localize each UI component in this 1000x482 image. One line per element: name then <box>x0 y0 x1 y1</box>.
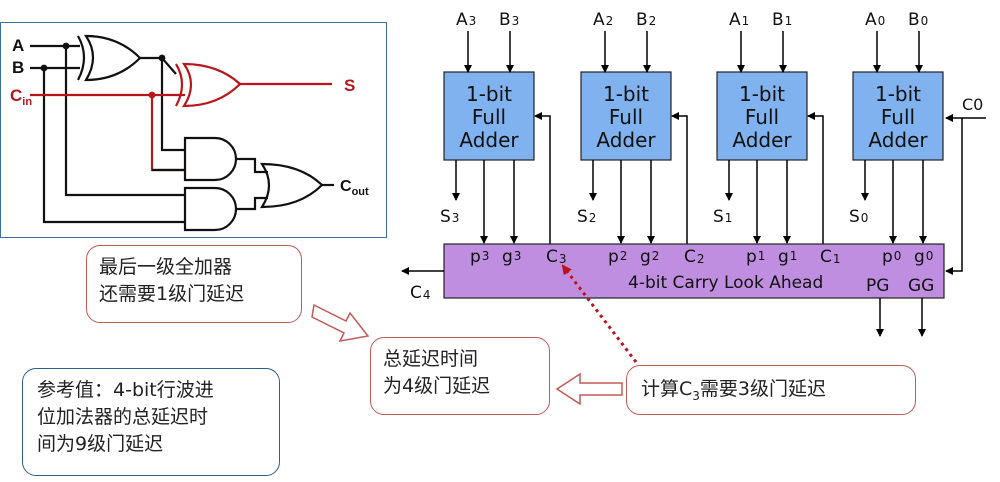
adder-input-b: B1 <box>772 10 792 30</box>
adder-label-line2: Full <box>472 105 506 129</box>
cla-g1: g1 <box>778 247 797 267</box>
cla-g0: g0 <box>914 247 933 267</box>
xor2-back <box>175 63 184 107</box>
adder-label-line1: 1-bit <box>739 82 785 106</box>
cla-p2: p2 <box>608 247 627 267</box>
adder-input-b: B3 <box>499 10 519 30</box>
note-last-stage: 最后一级全加器 还需要1级门延迟 <box>86 245 302 323</box>
cin-path <box>30 62 332 172</box>
adder-sum-label: S3 <box>440 207 459 227</box>
arrow-carry-in <box>807 112 824 244</box>
wire-b-branch <box>42 68 185 224</box>
note-ref-line2: 位加法器的总延迟时 <box>37 406 209 428</box>
arrow-note1-to-total <box>311 303 370 343</box>
or-gate <box>259 162 324 209</box>
full-adder-circuit <box>30 34 334 232</box>
adder-label-line1: 1-bit <box>875 82 921 106</box>
note-reference: 参考值：4-bit行波进 位加法器的总延迟时 间为9级门延迟 <box>22 368 280 476</box>
note-last-stage-line2: 还需要1级门延迟 <box>99 283 245 305</box>
note-ref-line1: 参考值：4-bit行波进 <box>37 379 214 401</box>
adder-sum-label: S0 <box>849 207 868 227</box>
adder-label-line2: Full <box>609 105 643 129</box>
adder-box <box>443 71 535 161</box>
c0-to-cla-arrow <box>945 118 963 275</box>
cla-g2: g2 <box>640 247 659 267</box>
c3-pointer-arrow <box>561 264 638 363</box>
cla-p3: p3 <box>470 247 489 267</box>
adder-input-a: A0 <box>865 10 885 30</box>
adder-sum-label: S1 <box>713 207 732 227</box>
cla-unit <box>443 243 945 299</box>
cla-c2: C2 <box>684 247 705 267</box>
adder-input-a: A1 <box>729 10 749 30</box>
xor2-gate <box>181 62 242 108</box>
xor1-gate <box>83 34 142 82</box>
adder-label-line1: 1-bit <box>466 82 512 106</box>
label-a: A <box>12 36 24 55</box>
cla-p0: p0 <box>882 247 901 267</box>
wire-xor1-and1 <box>160 58 185 152</box>
cla-pg: PG <box>866 276 889 296</box>
adder-label-line3: Adder <box>732 128 792 152</box>
adder-input-a: A3 <box>456 10 476 30</box>
note-total-line1: 总延迟时间 <box>383 348 479 370</box>
adder-label-line1: 1-bit <box>603 82 649 106</box>
cla-c4: C4 <box>410 283 431 303</box>
adder-input-b: B0 <box>908 10 928 30</box>
cla-title: 4-bit Carry Look Ahead <box>628 273 823 293</box>
adder-label-line3: Adder <box>459 128 519 152</box>
label-cout: Cout <box>340 178 369 198</box>
adder-box <box>716 71 808 161</box>
label-cin: Cin <box>10 86 32 108</box>
note-last-stage-line1: 最后一级全加器 <box>99 256 233 278</box>
cla-c3: C3 <box>546 247 567 267</box>
note-total-line2: 为4级门延迟 <box>383 375 491 397</box>
and2-gate <box>183 186 238 232</box>
arrow-carry-in <box>534 112 551 244</box>
arrow-carry-in <box>671 112 688 244</box>
cla-gg: GG <box>908 276 934 296</box>
adder-box <box>580 71 672 161</box>
note-c3-sub: 3 <box>692 388 700 403</box>
adder-label-line2: Full <box>881 105 915 129</box>
note-c3-delay: 计算C3需要3级门延迟 <box>626 365 916 415</box>
note-ref-line3: 间为9级门延迟 <box>37 433 164 455</box>
adder-label-line3: Adder <box>868 128 928 152</box>
adder-input-a: A2 <box>593 10 613 30</box>
note-c3-pre: 计算C <box>641 378 693 400</box>
note-c3-post: 需要3级门延迟 <box>699 378 827 400</box>
cla-p1: p1 <box>746 247 765 267</box>
arrow-note3-to-total <box>555 372 623 406</box>
full-adder-frame <box>0 22 387 238</box>
adder-sum-label: S2 <box>577 207 596 227</box>
cla-g3: g3 <box>502 247 521 267</box>
c0-label: C0 <box>962 95 983 114</box>
adder-label-line3: Adder <box>596 128 656 152</box>
xor1-back <box>77 35 86 81</box>
adder-input-b: B2 <box>636 10 656 30</box>
adder-box <box>852 71 944 161</box>
note-total-delay: 总延迟时间 为4级门延迟 <box>370 337 550 415</box>
cla-c1: C1 <box>820 247 841 267</box>
adder-label-line2: Full <box>745 105 779 129</box>
and1-gate <box>183 136 238 182</box>
label-b: B <box>12 58 24 77</box>
label-s: S <box>344 76 355 95</box>
